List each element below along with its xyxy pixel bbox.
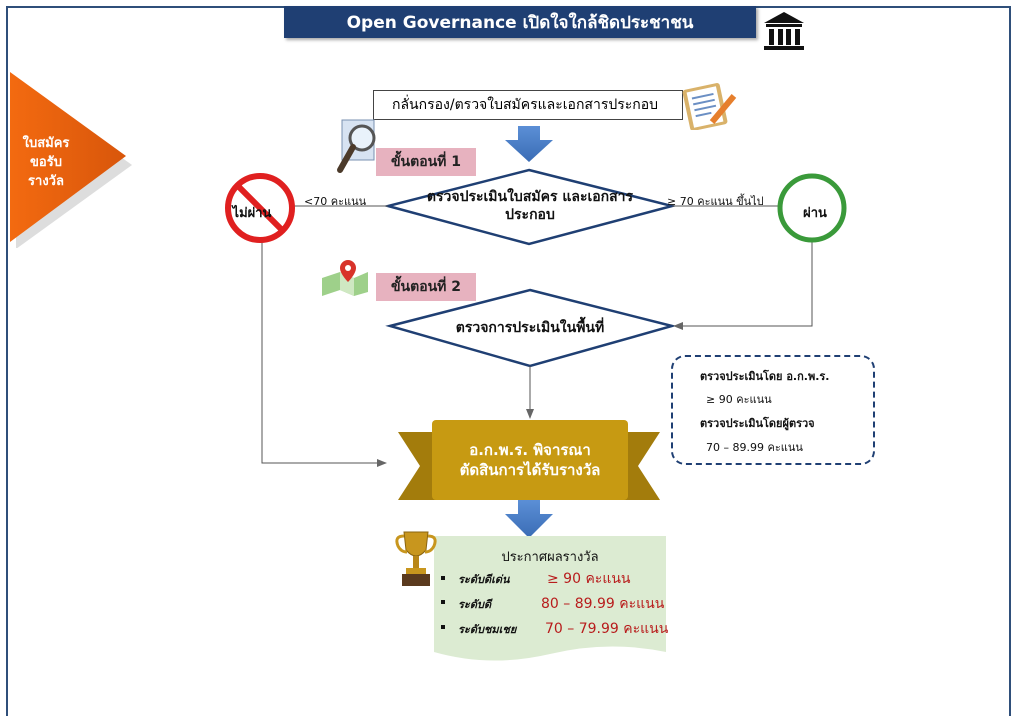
- result-level-1: ระดับดีเด่น: [458, 570, 510, 588]
- result-level-1-value: ≥ 90 คะแนน: [547, 571, 631, 587]
- result-level-2-value: 80 – 89.99 คะแนน: [541, 596, 665, 612]
- result-level-2: ระดับดี: [458, 595, 491, 613]
- fail-condition: <70 คะแนน: [304, 195, 367, 208]
- result-level-3-value: 70 – 79.99 คะแนน: [545, 621, 669, 637]
- result-level-1-value-row: ≥ 90 คะแนน: [547, 568, 631, 590]
- committee-text: อ.ก.พ.ร. พิจารณา ตัดสินการได้รับรางวัล: [430, 440, 630, 480]
- down-arrow-2: [505, 500, 553, 538]
- decision-2-text: ตรวจการประเมินในพื้นที่: [455, 320, 605, 336]
- result-level-2-name: ระดับดี: [458, 598, 492, 611]
- assessment-note: [671, 355, 875, 465]
- pass-condition: ≥ 70 คะแนน ขึ้นไป: [667, 195, 764, 208]
- stage-1-label: ขั้นตอนที่ 1: [376, 148, 476, 176]
- trophy-icon: [395, 531, 437, 586]
- committee-banner: [398, 420, 660, 500]
- committee-line-1: อ.ก.พ.ร. พิจารณา: [469, 441, 591, 459]
- decision-diamond-1: [383, 168, 677, 246]
- note-item-1-title: ตรวจประเมินโดย อ.ก.พ.ร.: [700, 370, 830, 383]
- stage-2-label: ขั้นตอนที่ 2: [376, 273, 476, 301]
- result-level-3-name: ระดับชมเชย: [458, 623, 517, 636]
- pass-label: ผ่าน: [803, 206, 827, 221]
- result-level-1-name: ระดับดีเด่น: [458, 573, 510, 586]
- side-arrow: [10, 72, 132, 248]
- clipboard-icon: [682, 83, 737, 130]
- map-pin-icon: [322, 260, 368, 296]
- decision-1-text: ตรวจประเมินใบสมัคร และเอกสารประกอบ: [426, 189, 634, 223]
- result-title: ประกาศผลรางวัล: [501, 550, 599, 565]
- page-title: Open Governance เปิดใจใกล้ชิดประชาชน: [284, 6, 756, 38]
- magnifier-icon: [337, 119, 376, 173]
- committee-line-2: ตัดสินการได้รับรางวัล: [459, 461, 601, 479]
- pass-circle: [777, 173, 847, 243]
- down-arrow-1: [505, 126, 553, 162]
- no-entry-icon: [225, 173, 295, 243]
- note-item-2-title: ตรวจประเมินโดยผู้ตรวจ: [700, 417, 815, 430]
- result-level-2-value-row: 80 – 89.99 คะแนน: [541, 593, 664, 615]
- result-level-3: ระดับชมเชย: [458, 620, 516, 638]
- result-level-3-value-row: 70 – 79.99 คะแนน: [545, 618, 668, 640]
- note-item-1-value: ≥ 90 คะแนน: [706, 393, 772, 406]
- side-label: ใบสมัคร ขอรับ รางวัล: [22, 136, 70, 189]
- result-panel: [434, 536, 666, 661]
- bank-icon: [764, 12, 804, 50]
- note-item-2-value: 70 – 89.99 คะแนน: [706, 441, 803, 454]
- fail-label: ไม่ผ่าน: [232, 206, 272, 221]
- screening-box: กลั่นกรอง/ตรวจใบสมัครและเอกสารประกอบ: [373, 90, 683, 120]
